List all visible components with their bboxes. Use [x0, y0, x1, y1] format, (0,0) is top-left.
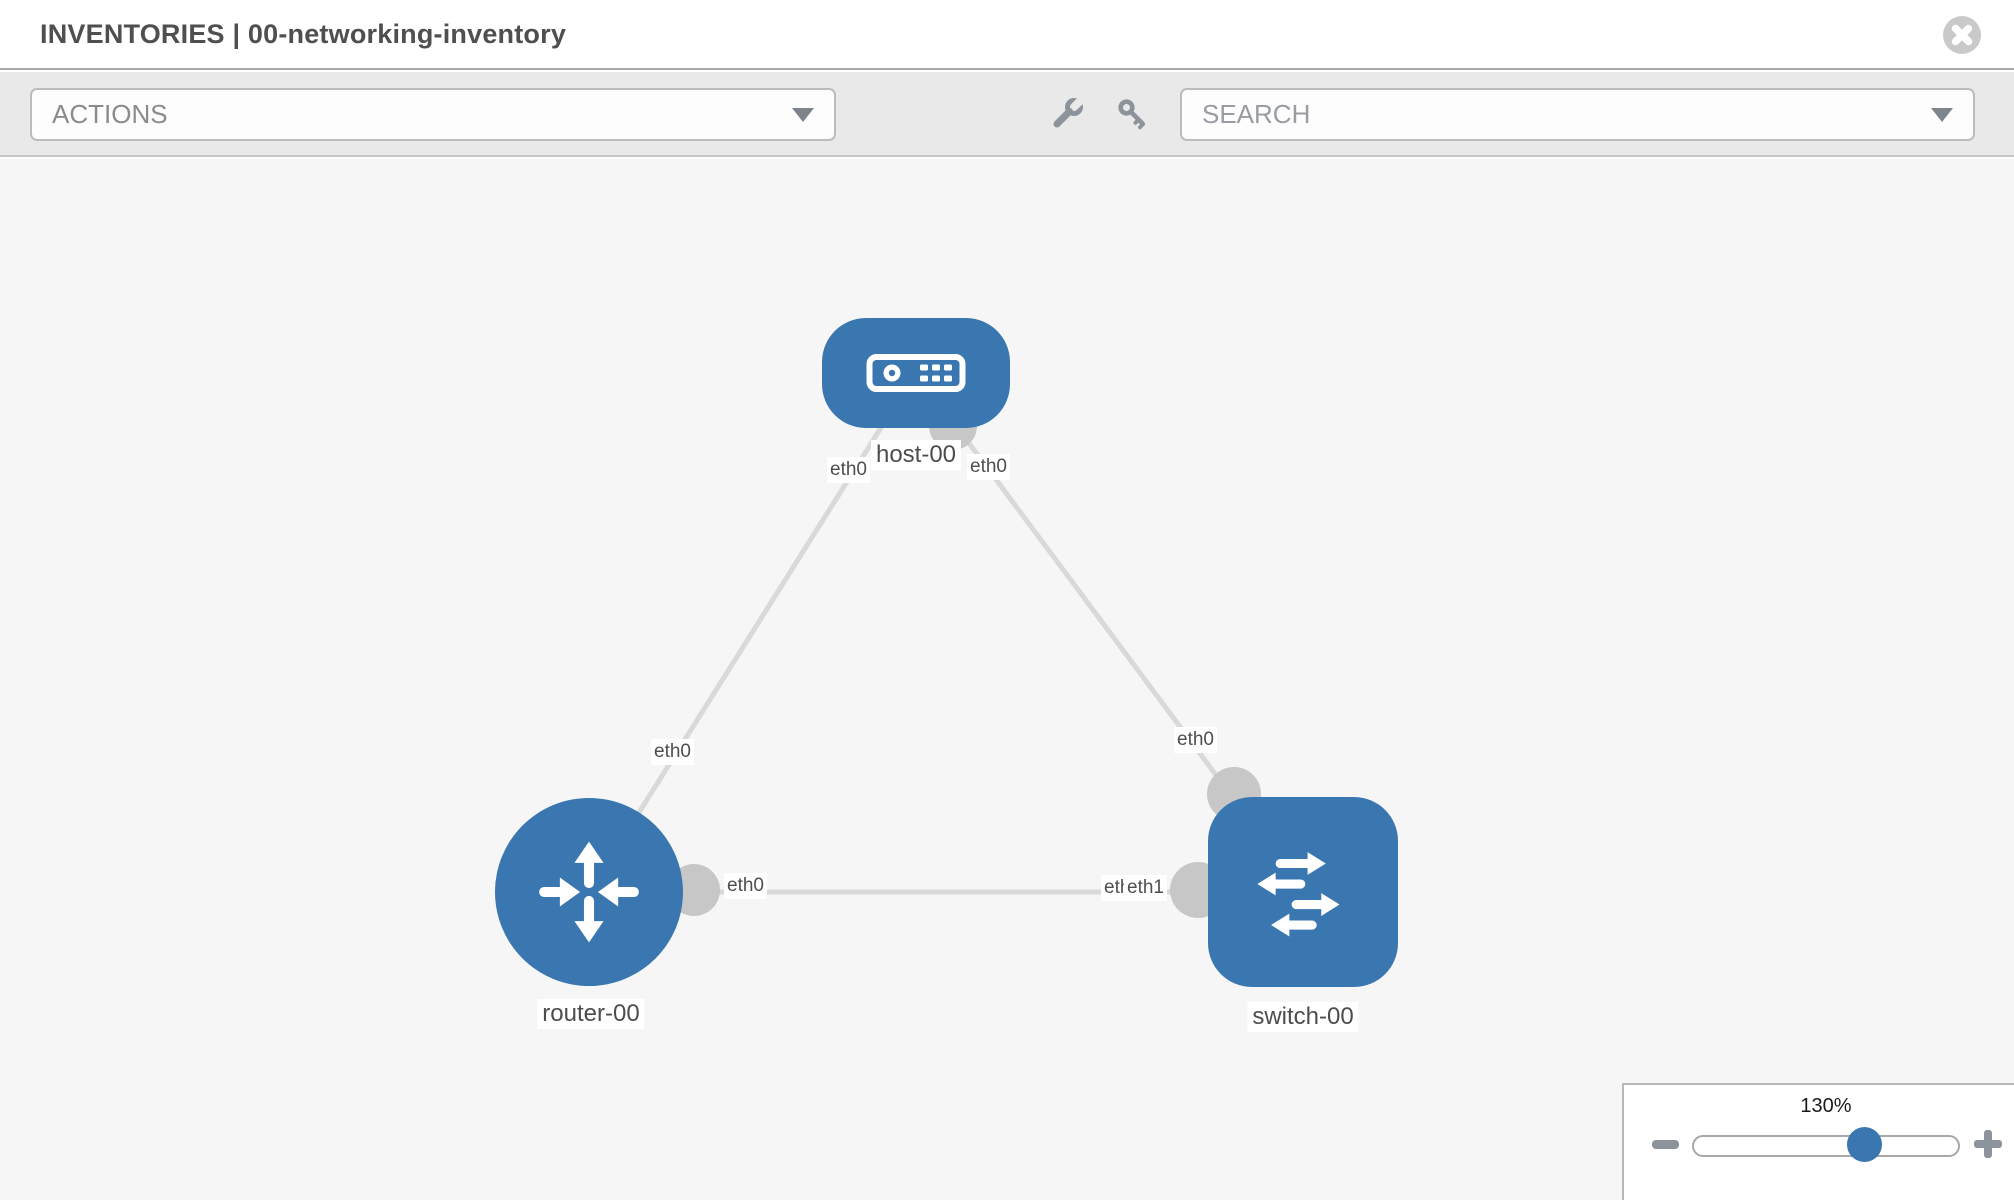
actions-dropdown-label: ACTIONS	[52, 99, 168, 129]
router-icon	[539, 841, 639, 943]
node-label: router-00	[537, 999, 645, 1029]
zoom-level: 130%	[1800, 1095, 1852, 1117]
wrench-button[interactable]	[1046, 92, 1090, 136]
zoom-in-button[interactable]	[1972, 1127, 2006, 1161]
close-button[interactable]	[1942, 15, 1982, 55]
header: INVENTORIES | 00-networking-inventory	[0, 0, 2014, 70]
chevron-down-icon	[792, 107, 814, 122]
host-icon	[866, 354, 966, 392]
node-switch[interactable]	[1208, 797, 1398, 987]
page-title: INVENTORIES | 00-networking-inventory	[40, 18, 567, 49]
key-icon	[1118, 99, 1145, 130]
plus-icon	[1984, 1130, 1992, 1158]
interface-label: eth0	[651, 739, 694, 765]
search-input[interactable]	[1202, 99, 1919, 130]
interface-label: eth1	[1124, 875, 1167, 901]
chevron-down-icon	[1931, 107, 1953, 122]
zoom-slider-thumb[interactable]	[1847, 1127, 1882, 1162]
zoom-out-button[interactable]	[1652, 1140, 1679, 1149]
switch-icon	[1257, 852, 1340, 937]
wrench-icon	[1053, 97, 1085, 128]
node-router[interactable]	[495, 798, 683, 986]
node-label: host-00	[870, 440, 962, 470]
toolbar: ACTIONS	[0, 72, 2014, 157]
zoom-slider[interactable]	[1692, 1135, 1960, 1157]
interface-label: eth0	[1174, 727, 1217, 753]
interface-label: eth0	[967, 454, 1010, 480]
close-icon	[1943, 16, 1981, 54]
topology-edges	[586, 370, 1306, 918]
interface-label: eth0	[827, 457, 870, 483]
search-combobox[interactable]	[1180, 88, 1975, 141]
actions-dropdown[interactable]: ACTIONS	[30, 88, 836, 141]
key-button[interactable]	[1111, 92, 1155, 136]
node-label: switch-00	[1247, 1002, 1359, 1032]
interface-label: eth0	[724, 873, 767, 899]
node-host[interactable]	[822, 318, 1010, 428]
topology-canvas[interactable]: host-00 router-00 switch-00 eth0 eth0 et…	[0, 159, 2014, 1200]
zoom-panel: 130%	[1622, 1083, 2014, 1200]
